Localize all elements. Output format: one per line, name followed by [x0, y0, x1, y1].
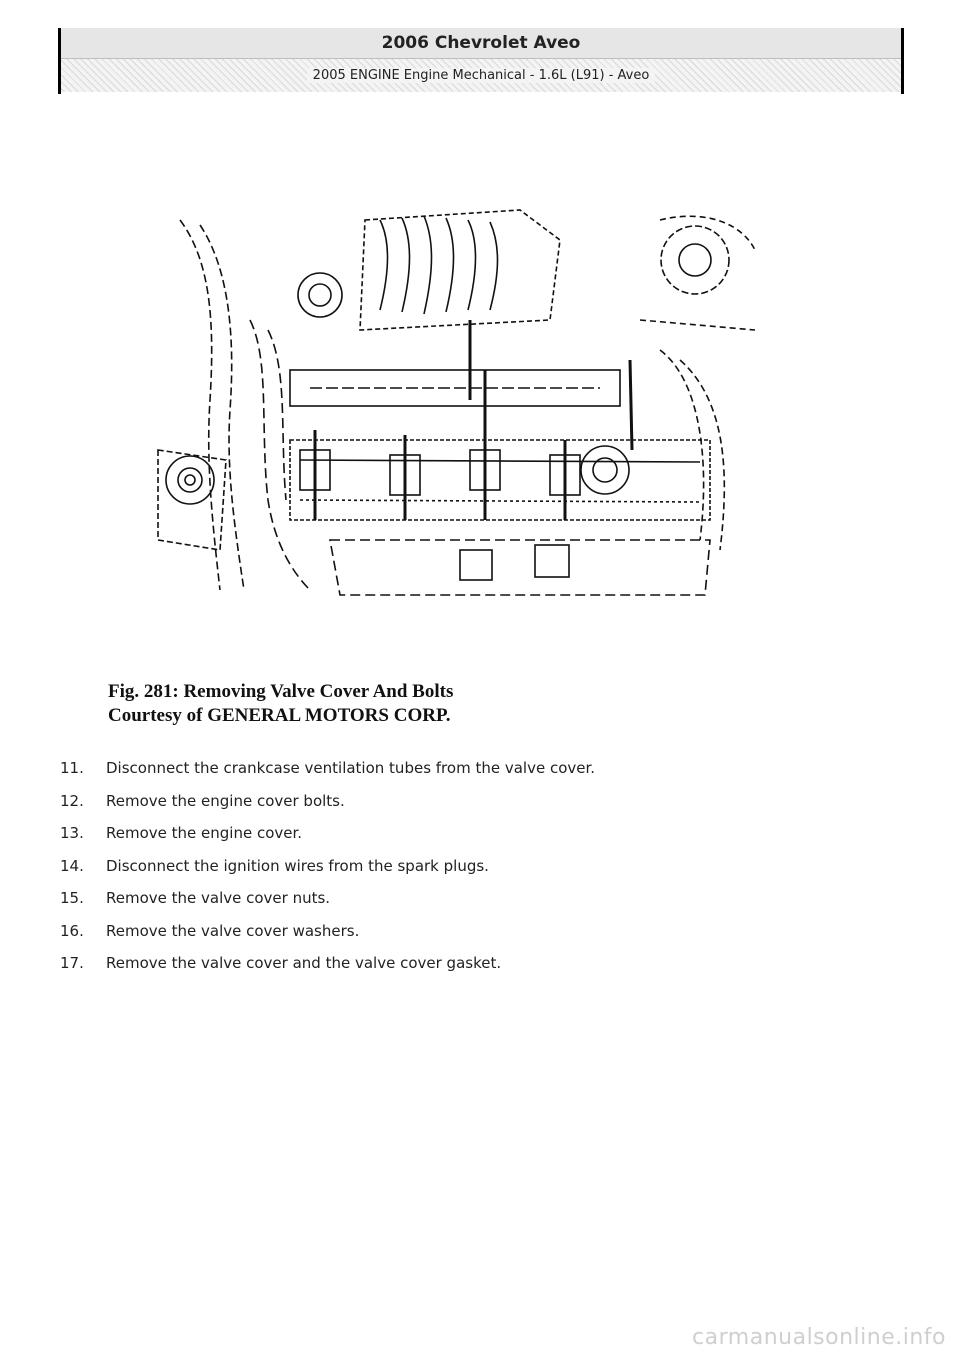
engine-valve-cover-illustration	[140, 200, 760, 600]
step-number: 12.	[60, 791, 84, 810]
step-number: 15.	[60, 889, 84, 908]
step-text: Remove the valve cover washers.	[106, 921, 360, 940]
list-item: 13. Remove the engine cover.	[60, 817, 595, 850]
figure-caption-credit: Courtesy of GENERAL MOTORS CORP.	[108, 705, 451, 726]
step-text: Disconnect the crankcase ventilation tub…	[106, 759, 596, 778]
step-number: 13.	[60, 824, 84, 843]
step-text: Remove the engine cover.	[106, 824, 303, 843]
list-item: 16. Remove the valve cover washers.	[60, 915, 595, 948]
procedure-steps-list: 11. Disconnect the crankcase ventilation …	[60, 752, 595, 980]
list-item: 17. Remove the valve cover and the valve …	[60, 947, 595, 980]
watermark: carmanualsonline.info	[692, 1325, 946, 1350]
list-item: 12. Remove the engine cover bolts.	[60, 785, 595, 818]
figure-caption: Fig. 281: Removing Valve Cover And Bolts…	[108, 680, 453, 728]
list-item: 14. Disconnect the ignition wires from th…	[60, 850, 595, 883]
header-subtitle-bar: 2005 ENGINE Engine Mechanical - 1.6L (L9…	[61, 59, 901, 92]
header-title: 2006 Chevrolet Aveo	[61, 28, 901, 59]
step-number: 16.	[60, 921, 84, 940]
page-header: 2006 Chevrolet Aveo 2005 ENGINE Engine M…	[58, 28, 904, 94]
list-item: 11. Disconnect the crankcase ventilation …	[60, 752, 595, 785]
step-text: Remove the valve cover nuts.	[106, 889, 331, 908]
figure-caption-title: Fig. 281: Removing Valve Cover And Bolts	[108, 681, 454, 702]
header-subtitle: 2005 ENGINE Engine Mechanical - 1.6L (L9…	[306, 68, 656, 83]
step-number: 11.	[60, 759, 84, 778]
step-text: Remove the valve cover and the valve cov…	[106, 954, 502, 973]
list-item: 15. Remove the valve cover nuts.	[60, 882, 595, 915]
step-number: 14.	[60, 856, 84, 875]
step-number: 17.	[60, 954, 84, 973]
step-text: Remove the engine cover bolts.	[106, 791, 345, 810]
step-text: Disconnect the ignition wires from the s…	[106, 856, 489, 875]
